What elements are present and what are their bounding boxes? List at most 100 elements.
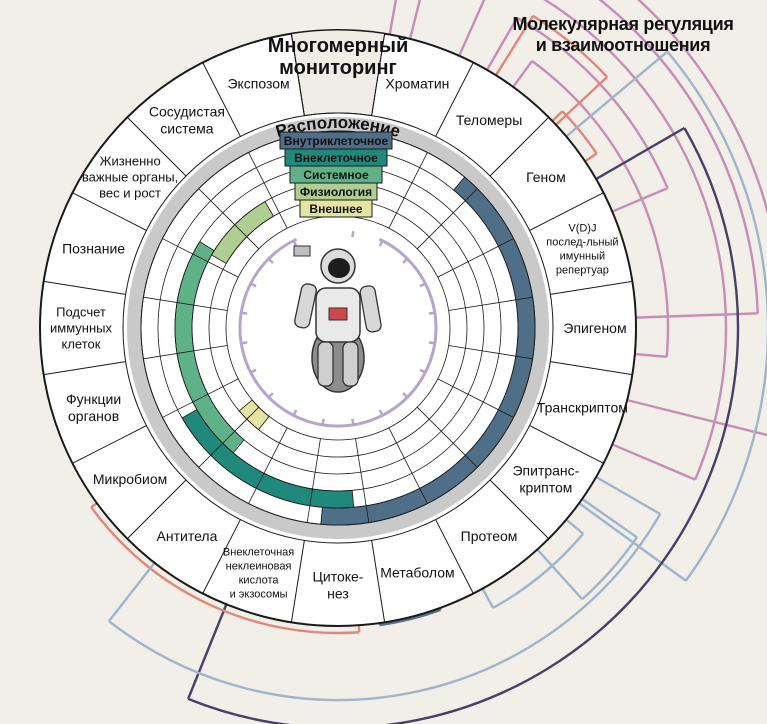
axis-tick [250,368,257,374]
relationship-link [406,0,759,320]
segment-label: Микробиом [93,471,167,487]
astronaut-left-arm [294,283,317,329]
segment-label-line: Протеом [461,528,518,544]
segment-label-line: нез [327,585,349,601]
link-arc [581,536,638,601]
segment-divider [371,540,386,623]
segment-label-line: репертуар [556,264,609,276]
axis-tick [250,282,257,288]
grid-spoke [437,238,514,278]
segment-label-line: и экзосомы [230,588,288,600]
segment-divider [435,519,474,594]
relationship-link [187,126,740,724]
segment-label-line: Познание [62,240,125,256]
link-tick [627,312,758,320]
legend-item: Физиология [294,182,378,201]
gray-ring [127,117,549,539]
axis-tick [419,282,426,288]
axis-tick [378,240,384,247]
segment-label-line: имунный [560,250,606,262]
astronaut-left-leg [317,341,334,387]
grid-spoke [416,406,478,468]
astronaut-visor [328,258,350,278]
segment-label-line: Транскриптом [537,399,628,415]
link-tick [604,440,696,481]
link-tick [187,596,231,700]
axis-tick [241,341,248,345]
grid-spoke [388,152,428,229]
segment-divider [435,62,474,137]
link-tick [559,50,669,143]
axis-tick [321,418,325,425]
link-tick [108,555,161,622]
segment-label-line: Жизненно [99,153,160,168]
segment-label-line: Эпитранс- [512,462,579,478]
grid-spoke [248,152,288,229]
segment-label: Антитела [157,528,218,544]
location-legend: РасположениеВнутриклеточноеВнеклеточноеС… [273,113,403,218]
segment-divider [126,479,187,540]
segment-label-line: Хроматин [385,75,449,91]
link-tick [406,0,422,47]
segment-label-line: органов [68,408,119,424]
legend-item: Внеклеточное [284,148,388,167]
segment-label-line: Цитоке- [313,568,364,584]
link-tick [574,493,638,539]
center-title-line: мониторинг [279,57,397,79]
link-arc [532,14,609,78]
segment-label-line: Подсчет [56,305,106,320]
segment-divider [72,425,147,464]
axis-tick [428,341,435,345]
figure-title: Молекулярная регуляция и взаимоотношения [503,14,743,56]
segment-label: Экспозом [227,75,289,91]
segment-label-line: криптом [519,479,572,495]
segment-divider [371,33,386,116]
axis-tick [419,368,426,374]
segment-label: Эпитранс-криптом [512,462,579,495]
segment-label-line: Эпигеном [563,320,626,336]
segment-label-line: Экспозом [227,75,289,91]
segment-label-line: вес и рост [99,185,161,200]
astronaut-icon [293,245,382,393]
axis-tick [351,418,355,425]
grid-spoke [143,296,228,311]
segment-label-line: Микробиом [93,471,167,487]
axis-tick [292,240,298,247]
relationship-link [490,14,609,132]
title-line-1: Молекулярная регуляция [512,14,734,34]
segment-divider [529,192,604,231]
axis-tick [428,311,435,315]
link-arc [666,50,767,582]
axis-tick [292,409,298,416]
relationship-link [108,471,662,702]
grid-spoke [162,378,239,418]
segment-divider [202,62,241,137]
segment-divider [529,425,604,464]
segment-label-line: Метаболом [380,564,454,580]
segment-label: Протеом [461,528,518,544]
grid-ring [140,130,536,526]
link-tick [490,15,535,83]
grid-spoke [306,438,321,523]
segment-label-line: иммунных [50,321,112,336]
link-tick [481,17,519,78]
link-arc [379,608,442,627]
axis-tick [241,311,248,315]
relationship-link [559,50,767,582]
grid-spoke [437,378,514,418]
legend-label: Системное [303,168,369,182]
grid-spoke [143,345,228,360]
grid-spoke [448,345,533,360]
link-arc [598,0,759,314]
link-tick [588,471,661,516]
segment-label-line: неклеиновая [226,560,292,572]
grid-spoke [248,427,288,504]
grid-spoke [162,238,239,278]
grid-spoke [198,188,260,250]
segment-label-line: Антитела [157,528,218,544]
segment-label-line: V(D)J [568,222,596,234]
